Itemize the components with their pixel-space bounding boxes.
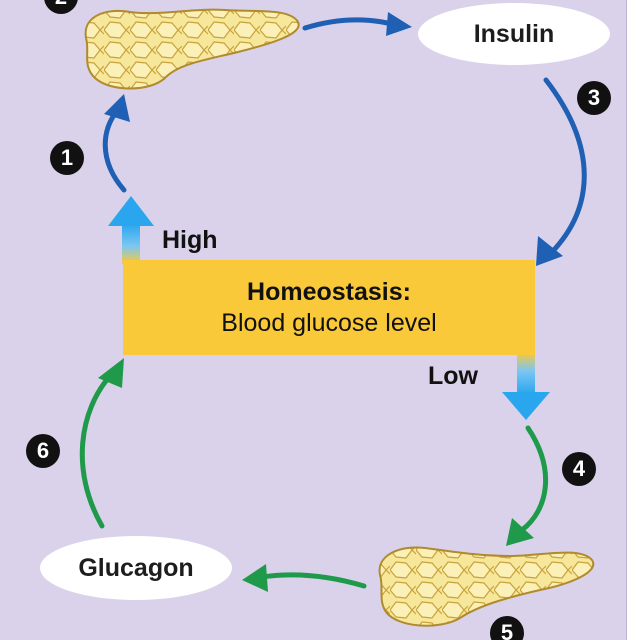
pancreas-icon-top: [84, 8, 300, 90]
step-badge-6: 6: [26, 434, 60, 468]
step-badge-1: 1: [50, 141, 84, 175]
insulin-label: Insulin: [418, 3, 610, 65]
glucagon-label: Glucagon: [40, 536, 232, 600]
homeostasis-box: Homeostasis: Blood glucose level: [123, 260, 535, 355]
homeostasis-title: Homeostasis:: [247, 277, 411, 306]
arrow-glucagon-to-box: [79, 358, 124, 529]
pancreas-icon-bottom: [378, 546, 595, 627]
low-label: Low: [428, 362, 478, 390]
arrow-insulin-to-box: [536, 77, 587, 266]
arrow-pancreas-to-insulin: [302, 12, 412, 36]
arrow-signal-high: [108, 196, 154, 264]
homeostasis-subtitle: Blood glucose level: [221, 308, 437, 337]
arrow-high-to-pancreas: [102, 94, 130, 193]
arrow-signal-low: [502, 352, 550, 420]
arrow-low-to-pancreas: [506, 425, 549, 546]
step-badge-3: 3: [577, 81, 611, 115]
arrow-pancreas-to-glucagon: [242, 564, 367, 592]
high-label: High: [162, 226, 218, 254]
step-badge-2: 2: [44, 0, 78, 14]
step-badge-4: 4: [562, 452, 596, 486]
step-badge-5: 5: [490, 616, 524, 640]
